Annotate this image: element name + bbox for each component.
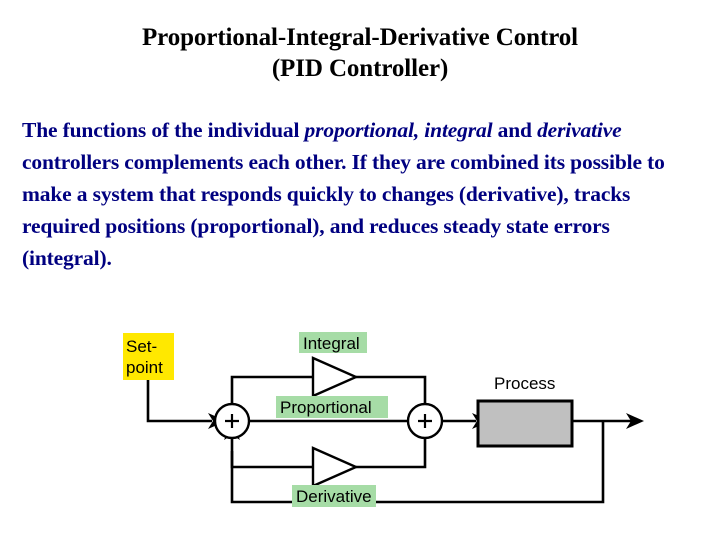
proportional-block: Proportional bbox=[276, 396, 388, 418]
body-segment-2: and bbox=[492, 118, 538, 142]
wire-error-to-derivative bbox=[230, 438, 312, 469]
setpoint-box bbox=[123, 333, 174, 380]
process-block: Process bbox=[476, 374, 574, 448]
process-box bbox=[476, 399, 574, 448]
wire-error-to-integral bbox=[230, 375, 312, 404]
plus-icon bbox=[418, 414, 432, 428]
setpoint-block: Set- point bbox=[123, 333, 174, 380]
body-paragraph: The functions of the individual proporti… bbox=[22, 114, 704, 274]
proportional-label: Proportional bbox=[280, 398, 372, 417]
integral-block: Integral bbox=[299, 332, 367, 398]
body-segment-0: The functions of the individual bbox=[22, 118, 305, 142]
setpoint-label-line-1: Set- bbox=[126, 337, 157, 356]
setpoint-label-line-2: point bbox=[126, 358, 163, 377]
pid-block-diagram: Set- point Integral Proportional Derivat… bbox=[0, 300, 720, 540]
integral-label-highlight bbox=[299, 332, 367, 353]
body-segment-1-italic: proportional, integral bbox=[304, 118, 493, 142]
title-line-2: (PID Controller) bbox=[271, 55, 449, 82]
wire-feedback bbox=[230, 421, 605, 504]
proportional-label-highlight bbox=[276, 396, 388, 418]
integral-gain-triangle bbox=[311, 356, 359, 398]
body-segment-4: controllers complements each other. If t… bbox=[22, 150, 665, 270]
error-sum-junction bbox=[213, 402, 251, 440]
derivative-block: Derivative bbox=[292, 446, 376, 507]
page-title: Proportional-Integral-Derivative Control… bbox=[0, 22, 720, 84]
wire-integral-to-control-sum bbox=[356, 375, 427, 404]
integral-label: Integral bbox=[303, 334, 360, 353]
arrowhead-output bbox=[626, 413, 644, 429]
process-label: Process bbox=[494, 374, 555, 393]
derivative-gain-triangle bbox=[311, 446, 359, 488]
title-line-1: Proportional-Integral-Derivative Control bbox=[142, 24, 578, 51]
wire-setpoint-to-error-sum bbox=[146, 380, 212, 423]
body-segment-3-italic: derivative bbox=[537, 118, 622, 142]
derivative-label-highlight bbox=[292, 485, 376, 507]
diagram-wires bbox=[146, 375, 636, 504]
derivative-label: Derivative bbox=[296, 487, 372, 506]
control-sum-junction bbox=[406, 402, 444, 440]
plus-icon bbox=[225, 414, 239, 428]
wire-derivative-to-control-sum bbox=[356, 438, 427, 469]
